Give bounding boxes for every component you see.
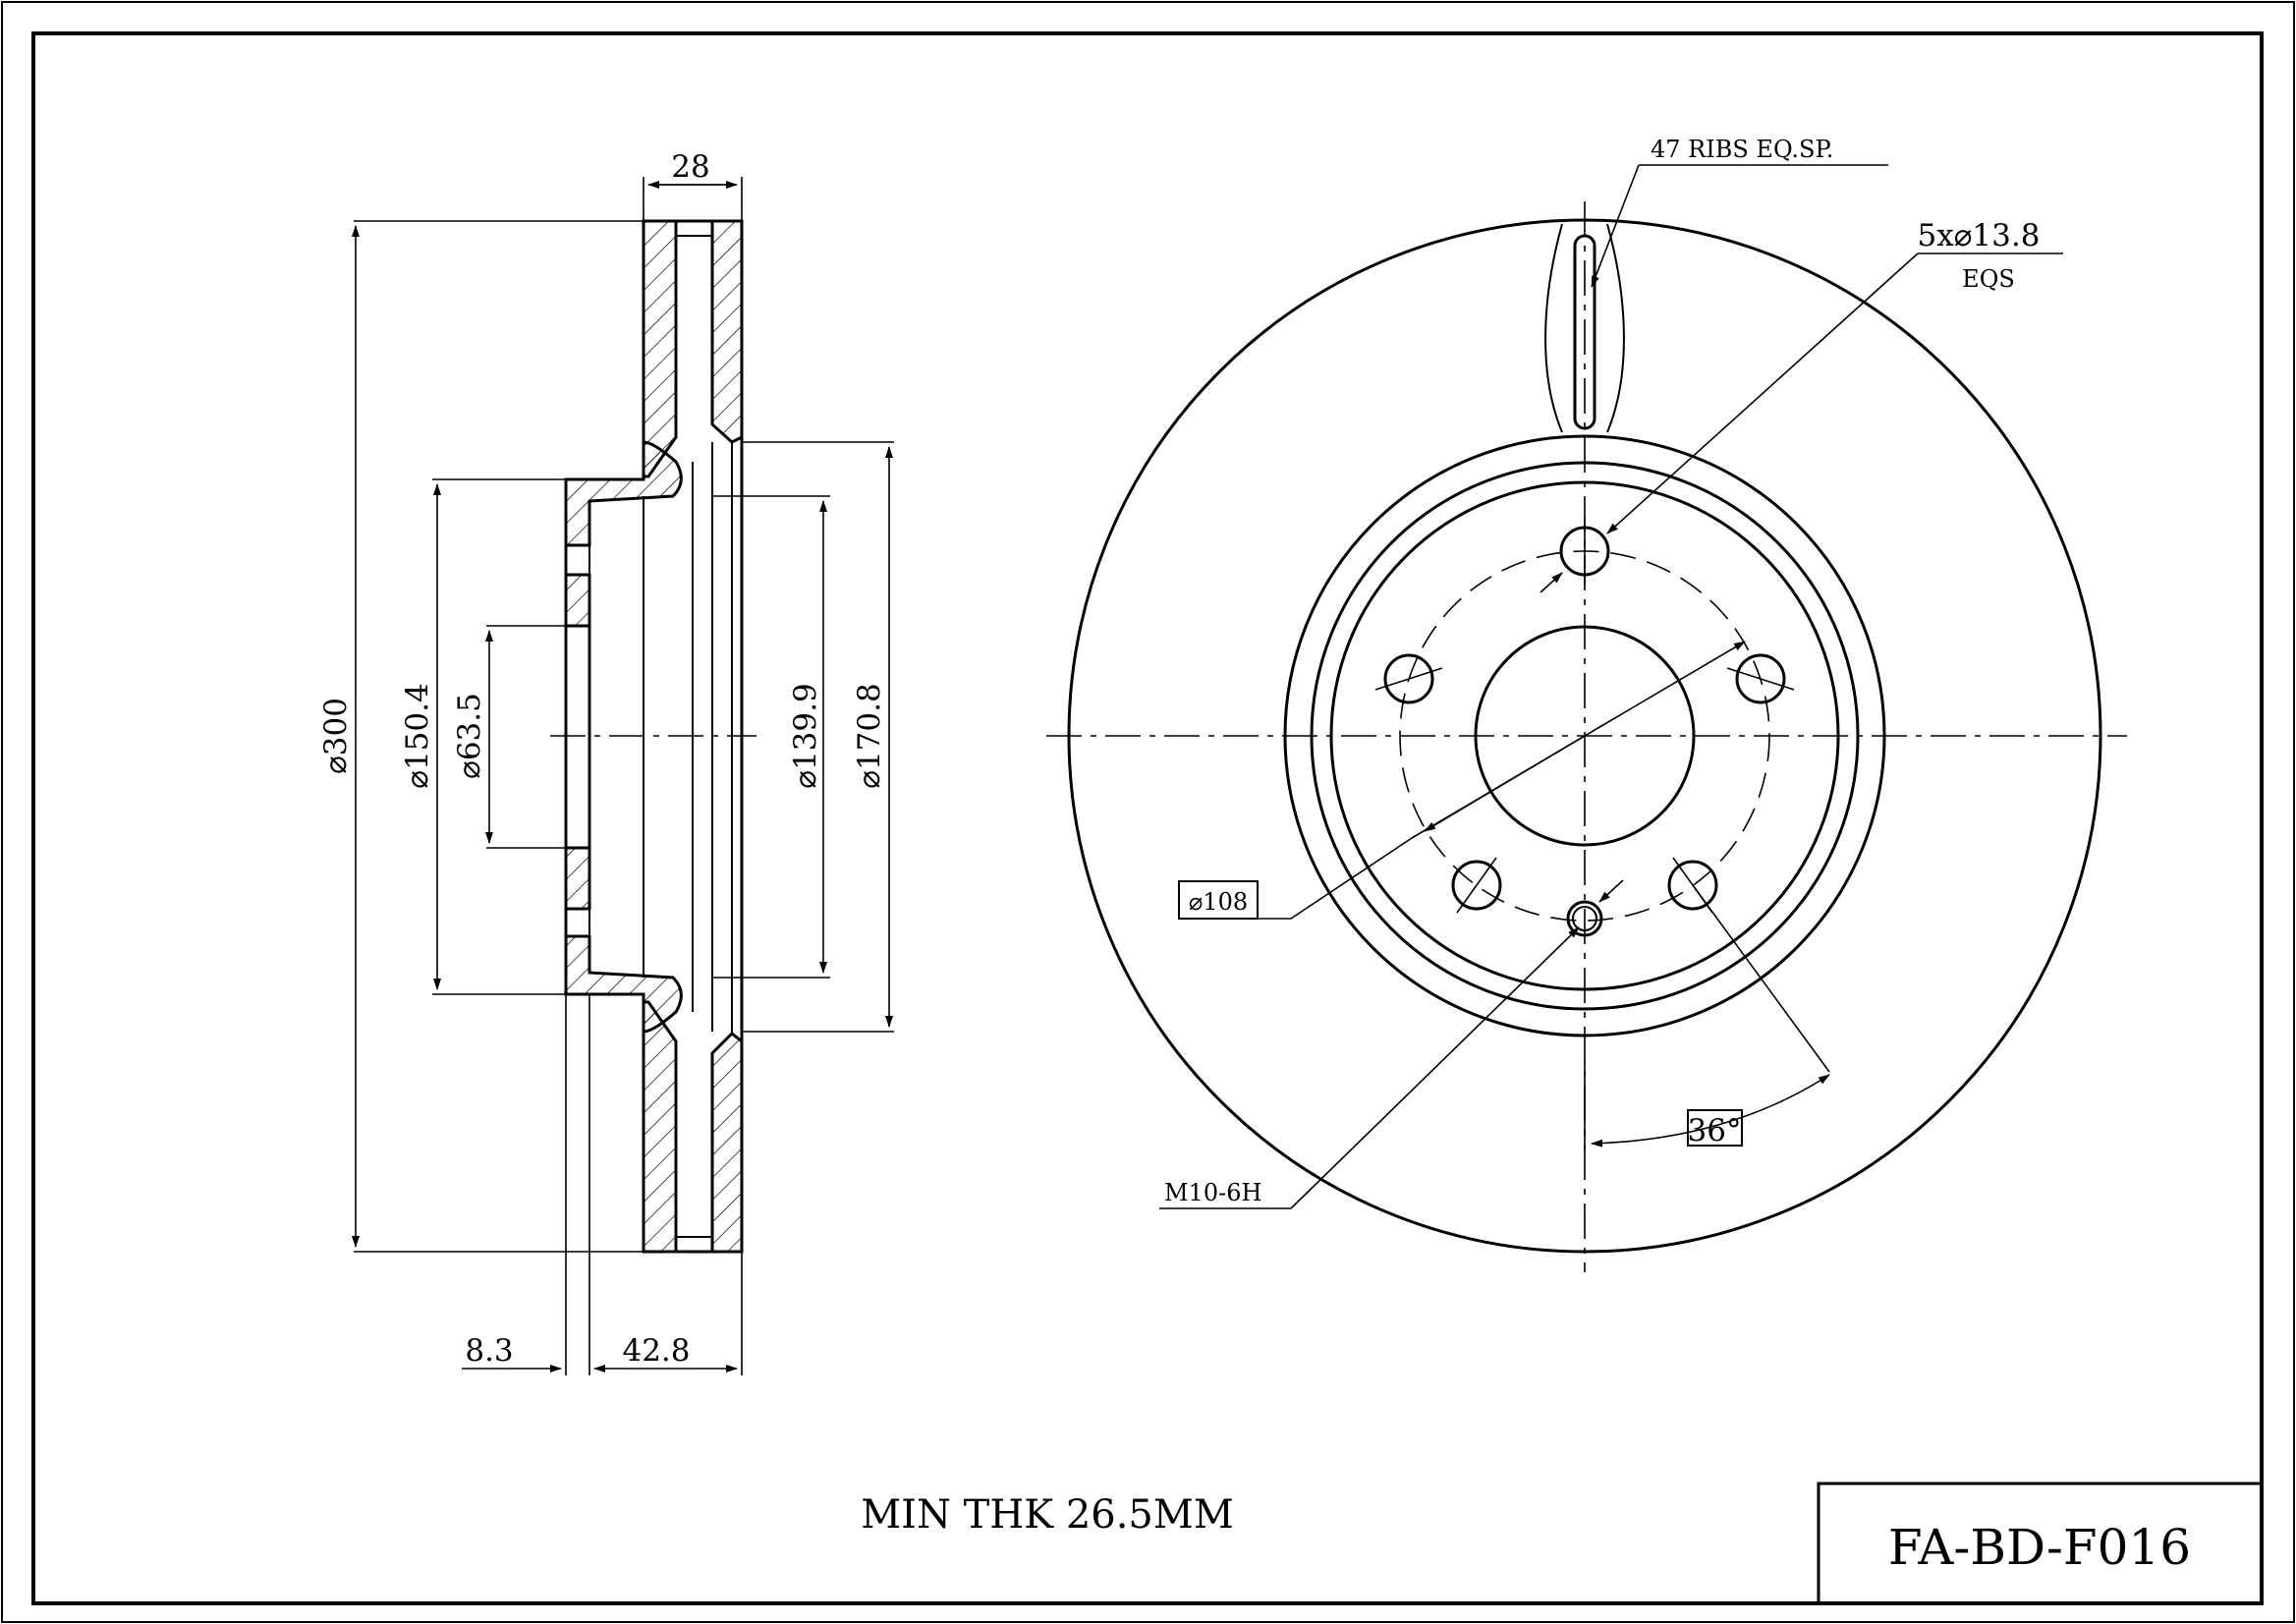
bolt-hole (1383, 653, 1434, 704)
pcd-label: ⌀108 (1189, 888, 1248, 916)
dim-hub-diameter: ⌀170.8 (852, 683, 887, 788)
thread-label: M10-6H (1164, 1179, 1261, 1206)
section-dimension-lines (352, 181, 893, 1372)
dim-hat-diameter: ⌀150.4 (400, 683, 435, 788)
face-view: 47 RIBS EQ.SP. 5x⌀13.8 EQS ⌀108 36° M10-… (1046, 136, 2127, 1272)
dim-thickness: 28 (671, 149, 709, 185)
dim-bore-diameter: ⌀63.5 (452, 693, 487, 779)
dim-height: 42.8 (622, 1333, 690, 1369)
bolt-hole (1735, 653, 1786, 704)
rib-slot (1544, 223, 1625, 433)
threaded-hole (1566, 900, 1603, 937)
min-thickness-note: MIN THK 26.5MM (861, 1492, 1234, 1538)
section-extension-lines (354, 177, 894, 1375)
bolt-holes (1374, 518, 1795, 914)
dim-offset: 8.3 (465, 1333, 513, 1369)
dim-inner-diameter: ⌀139.9 (788, 683, 823, 788)
bolt-holes-eqs: EQS (1962, 265, 2015, 293)
title-block: FA-BD-F016 (1817, 1482, 2262, 1603)
ribs-note: 47 RIBS EQ.SP. (1651, 136, 1833, 163)
section-outline (564, 219, 744, 1254)
angle-label: 36° (1688, 1113, 1742, 1148)
bolt-holes-note: 5x⌀13.8 (1918, 218, 2041, 253)
section-view: 28 ⌀300 ⌀150.4 ⌀63.5 ⌀139.9 ⌀170.8 8.3 4… (318, 149, 894, 1375)
bolt-hole (1667, 860, 1718, 911)
bolt-hole (1451, 860, 1502, 911)
dim-outer-diameter: ⌀300 (318, 698, 354, 774)
part-number: FA-BD-F016 (1888, 1519, 2191, 1576)
